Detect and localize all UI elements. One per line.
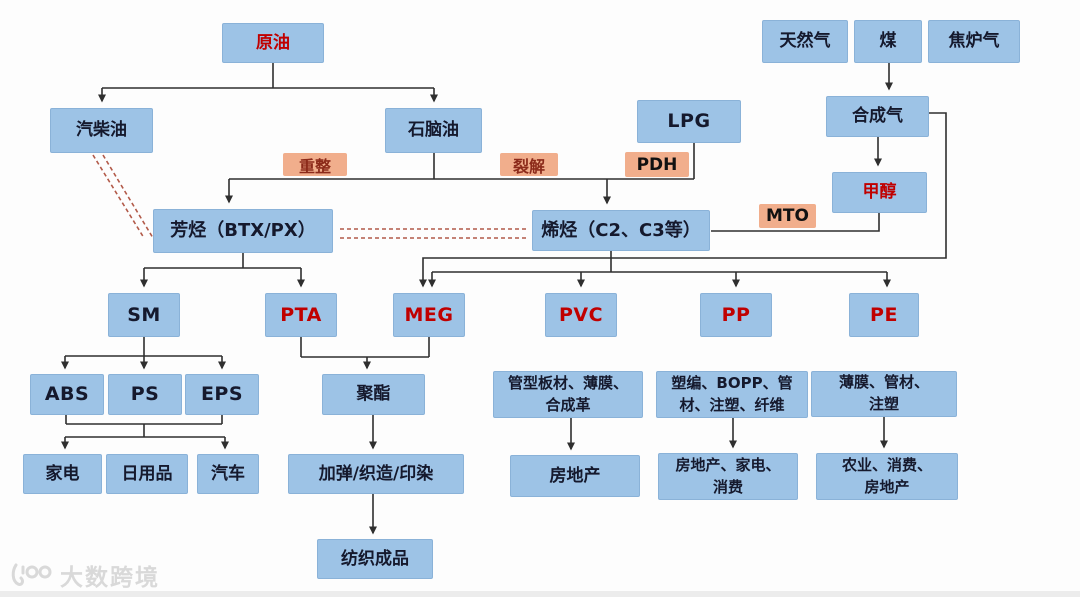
node-pta: PTA [265,293,337,337]
node-pp: PP [700,293,772,337]
node-natural-gas: 天然气 [762,20,848,63]
bottom-edge-strip [0,591,1080,597]
node-coke-oven-gas: 焦炉气 [928,20,1020,63]
node-lpg: LPG [637,100,741,143]
node-automobiles: 汽车 [197,454,259,494]
node-daily-goods: 日用品 [106,454,188,494]
node-pe-end-markets: 农业、消费、 房地产 [816,453,958,500]
node-pp-end-markets: 房地产、家电、 消费 [658,453,798,500]
node-abs: ABS [30,374,104,415]
node-texturing-weaving-dyeing: 加弹/织造/印染 [288,454,464,494]
watermark: 大数跨境 [10,558,160,592]
process-label-pdh: PDH [625,152,689,177]
node-syngas: 合成气 [826,96,929,137]
watermark-100-logo [11,563,52,586]
node-finished-textiles: 纺织成品 [317,539,433,579]
node-olefins: 烯烃（C2、C3等） [532,210,710,251]
node-crude-oil: 原油 [222,23,324,63]
edges-solid [61,63,947,535]
process-label-cracking: 裂解 [500,153,558,176]
node-methanol: 甲醇 [832,172,927,213]
node-home-appliances: 家电 [23,454,102,494]
node-polyester: 聚酯 [322,374,425,415]
node-pvc-products: 管型板材、薄膜、 合成革 [493,371,643,418]
process-label-reforming: 重整 [283,153,347,176]
process-label-mto: MTO [759,204,816,228]
node-gasoline-diesel: 汽柴油 [50,108,153,153]
node-ps: PS [108,374,182,415]
node-real-estate: 房地产 [510,455,640,497]
node-pe-products: 薄膜、管材、 注塑 [811,371,957,417]
node-naphtha: 石脑油 [385,108,482,153]
node-meg: MEG [393,293,465,337]
node-eps: EPS [185,374,259,415]
watermark-text: 大数跨境 [60,565,160,591]
node-pvc: PVC [545,293,617,337]
node-pp-products: 塑编、BOPP、管 材、注塑、纤维 [656,371,808,418]
node-pe: PE [849,293,919,337]
node-sm: SM [108,293,180,337]
node-aromatics: 芳烃（BTX/PX） [153,209,333,253]
edges-dashed [92,154,528,239]
node-coal: 煤 [854,20,922,63]
